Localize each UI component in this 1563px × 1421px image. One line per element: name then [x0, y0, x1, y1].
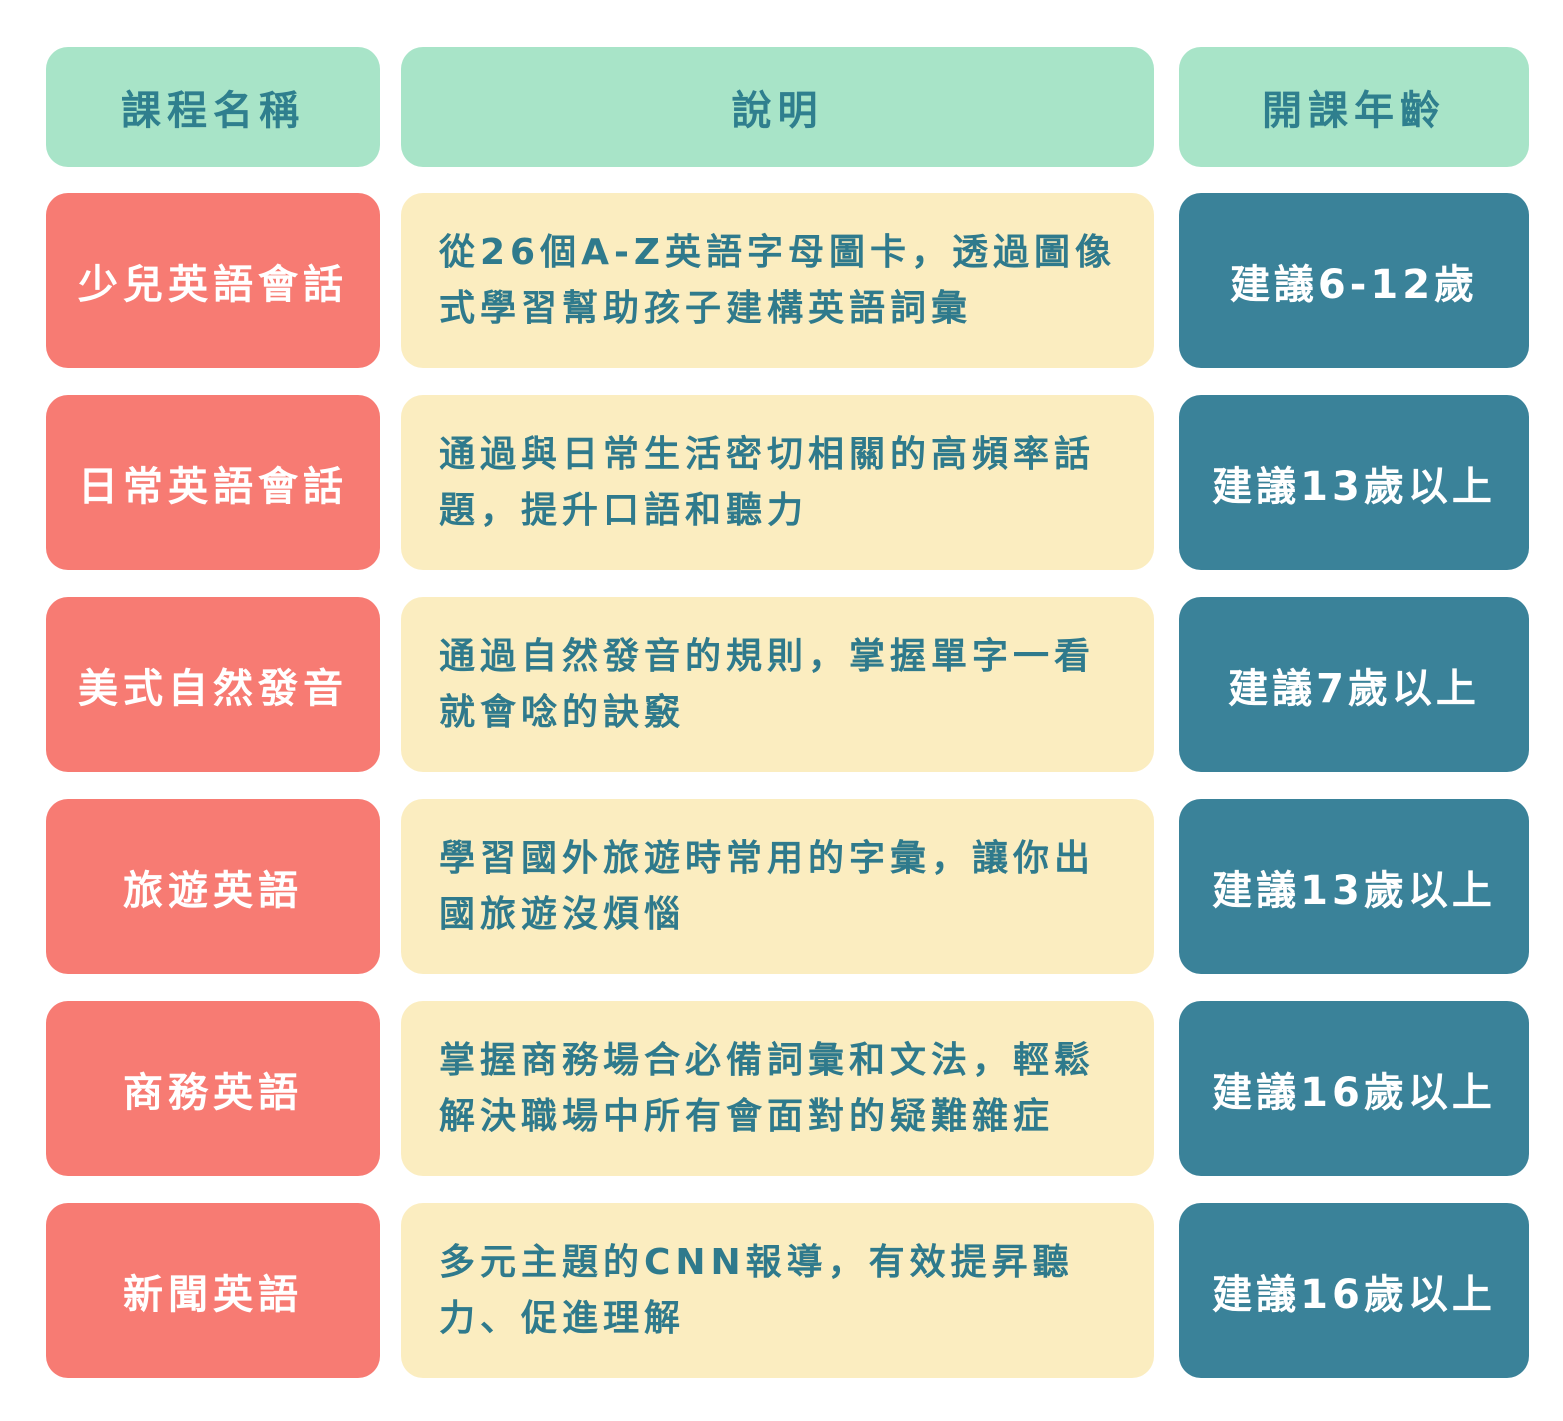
- course-name-text: 新聞英語: [123, 1271, 303, 1318]
- course-name: 商務英語: [46, 1001, 380, 1176]
- course-age-text: 建議16歲以上: [1212, 1271, 1496, 1318]
- course-description-text: 從26個A-Z英語字母圖卡，透過圖像式學習幫助孩子建構英語詞彙: [439, 231, 1117, 329]
- course-description: 學習國外旅遊時常用的字彙，讓你出國旅遊沒煩惱: [401, 799, 1154, 974]
- course-age-text: 建議13歲以上: [1212, 463, 1496, 510]
- course-description: 多元主題的CNN報導，有效提昇聽力、促進理解: [401, 1203, 1154, 1378]
- course-age: 建議6-12歲: [1179, 193, 1529, 368]
- course-name-text: 日常英語會話: [78, 463, 348, 510]
- header-description: 說明: [401, 47, 1154, 167]
- course-description: 通過自然發音的規則，掌握單字一看就會唸的訣竅: [401, 597, 1154, 772]
- course-name: 少兒英語會話: [46, 193, 380, 368]
- course-age-text: 建議6-12歲: [1229, 261, 1479, 308]
- course-description: 掌握商務場合必備詞彙和文法，輕鬆解決職場中所有會面對的疑難雜症: [401, 1001, 1154, 1176]
- course-description-text: 學習國外旅遊時常用的字彙，讓你出國旅遊沒煩惱: [439, 837, 1096, 935]
- course-age: 建議13歲以上: [1179, 395, 1529, 570]
- course-name-text: 少兒英語會話: [78, 261, 348, 308]
- course-name: 旅遊英語: [46, 799, 380, 974]
- course-name-text: 美式自然發音: [78, 665, 348, 712]
- course-age-text: 建議7歲以上: [1228, 665, 1480, 712]
- course-age-text: 建議16歲以上: [1212, 1069, 1496, 1116]
- course-name: 日常英語會話: [46, 395, 380, 570]
- course-description-text: 通過與日常生活密切相關的高頻率話題，提升口語和聽力: [439, 433, 1096, 531]
- course-name: 美式自然發音: [46, 597, 380, 772]
- course-age: 建議13歲以上: [1179, 799, 1529, 974]
- course-name: 新聞英語: [46, 1203, 380, 1378]
- course-age: 建議16歲以上: [1179, 1203, 1529, 1378]
- course-name-text: 旅遊英語: [123, 867, 303, 914]
- course-name-text: 商務英語: [123, 1069, 303, 1116]
- course-age: 建議7歲以上: [1179, 597, 1529, 772]
- course-description-text: 掌握商務場合必備詞彙和文法，輕鬆解決職場中所有會面對的疑難雜症: [439, 1039, 1096, 1137]
- course-description-text: 通過自然發音的規則，掌握單字一看就會唸的訣竅: [439, 635, 1096, 733]
- course-description: 從26個A-Z英語字母圖卡，透過圖像式學習幫助孩子建構英語詞彙: [401, 193, 1154, 368]
- header-course-name: 課程名稱: [46, 47, 380, 167]
- course-age: 建議16歲以上: [1179, 1001, 1529, 1176]
- header-age: 開課年齡: [1179, 47, 1529, 167]
- course-description: 通過與日常生活密切相關的高頻率話題，提升口語和聽力: [401, 395, 1154, 570]
- course-description-text: 多元主題的CNN報導，有效提昇聽力、促進理解: [439, 1241, 1074, 1339]
- course-age-text: 建議13歲以上: [1212, 867, 1496, 914]
